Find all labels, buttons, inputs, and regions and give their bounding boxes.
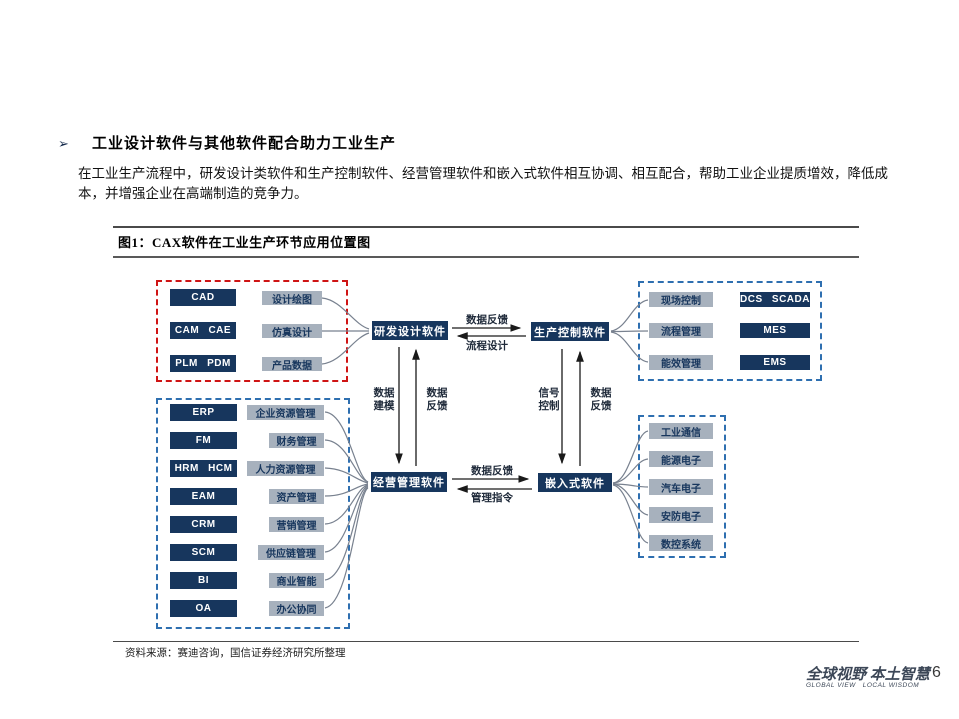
software-code-box: MES (740, 323, 810, 338)
edge-label: 数据反馈 (466, 315, 508, 326)
edge-label: 流程设计 (466, 341, 508, 352)
function-label-box: 能效管理 (649, 355, 713, 370)
software-code-box: FM (170, 432, 237, 449)
function-label-box: 办公协同 (269, 601, 324, 616)
edge-label: 数据建模 (373, 388, 395, 412)
field-label-box: 安防电子 (649, 507, 713, 523)
edge-label: 管理指令 (471, 493, 513, 504)
node-rd-software: 研发设计软件 (372, 321, 448, 340)
arrow-bullet-icon: ➢ (58, 136, 69, 151)
node-management-software: 经营管理软件 (371, 472, 447, 492)
field-label-box: 数控系统 (649, 535, 713, 551)
function-label-box: 人力资源管理 (247, 461, 324, 476)
software-code-box: BI (170, 572, 237, 589)
software-code-box: PLM PDM (170, 355, 236, 372)
intro-paragraph: 在工业生产流程中，研发设计类软件和生产控制软件、经营管理软件和嵌入式软件相互协调… (78, 166, 888, 201)
function-label-box: 商业智能 (269, 573, 324, 588)
software-code-box: EAM (170, 488, 237, 505)
software-code-box: DCS SCADA (740, 292, 810, 307)
figure-title-rule (113, 256, 859, 258)
field-label-box: 能源电子 (649, 451, 713, 467)
software-code-box: CAD (170, 289, 236, 306)
figure-bottom-rule (113, 641, 859, 642)
function-label-box: 资产管理 (269, 489, 324, 504)
software-code-box: HRM HCM (170, 460, 237, 477)
field-label-box: 工业通信 (649, 423, 713, 439)
edge-label: 信号控制 (538, 388, 560, 412)
function-label-box: 流程管理 (649, 323, 713, 338)
software-code-box: CRM (170, 516, 237, 533)
edge-label: 数据反馈 (471, 466, 513, 477)
function-label-box: 供应链管理 (258, 545, 324, 560)
function-label-box: 营销管理 (269, 517, 324, 532)
brand-slogan-cn: 全球视野 本土智慧 (806, 667, 930, 683)
function-label-box: 现场控制 (649, 292, 713, 307)
edge-label: 数据反馈 (426, 388, 448, 412)
section-heading: 工业设计软件与其他软件配合助力工业生产 (92, 136, 397, 152)
function-label-box: 财务管理 (269, 433, 324, 448)
figure-source-note: 资料来源：赛迪咨询，国信证券经济研究所整理 (125, 648, 346, 659)
function-label-box: 设计绘图 (262, 291, 322, 306)
function-label-box: 企业资源管理 (247, 405, 324, 420)
software-code-box: ERP (170, 404, 237, 421)
page-number: 6 (932, 664, 941, 681)
field-label-box: 汽车电子 (649, 479, 713, 495)
brand-slogan-en: GLOBAL VIEW LOCAL WISDOM (806, 682, 920, 689)
software-code-box: OA (170, 600, 237, 617)
edge-label: 数据反馈 (590, 388, 612, 412)
software-code-box: EMS (740, 355, 810, 370)
function-label-box: 产品数据 (262, 357, 322, 372)
figure-top-rule (113, 226, 859, 228)
function-label-box: 仿真设计 (262, 324, 322, 339)
software-code-box: CAM CAE (170, 322, 236, 339)
node-production-control-software: 生产控制软件 (531, 322, 609, 341)
figure-title: 图1：CAX软件在工业生产环节应用位置图 (118, 235, 371, 250)
software-code-box: SCM (170, 544, 237, 561)
node-embedded-software: 嵌入式软件 (538, 473, 612, 492)
